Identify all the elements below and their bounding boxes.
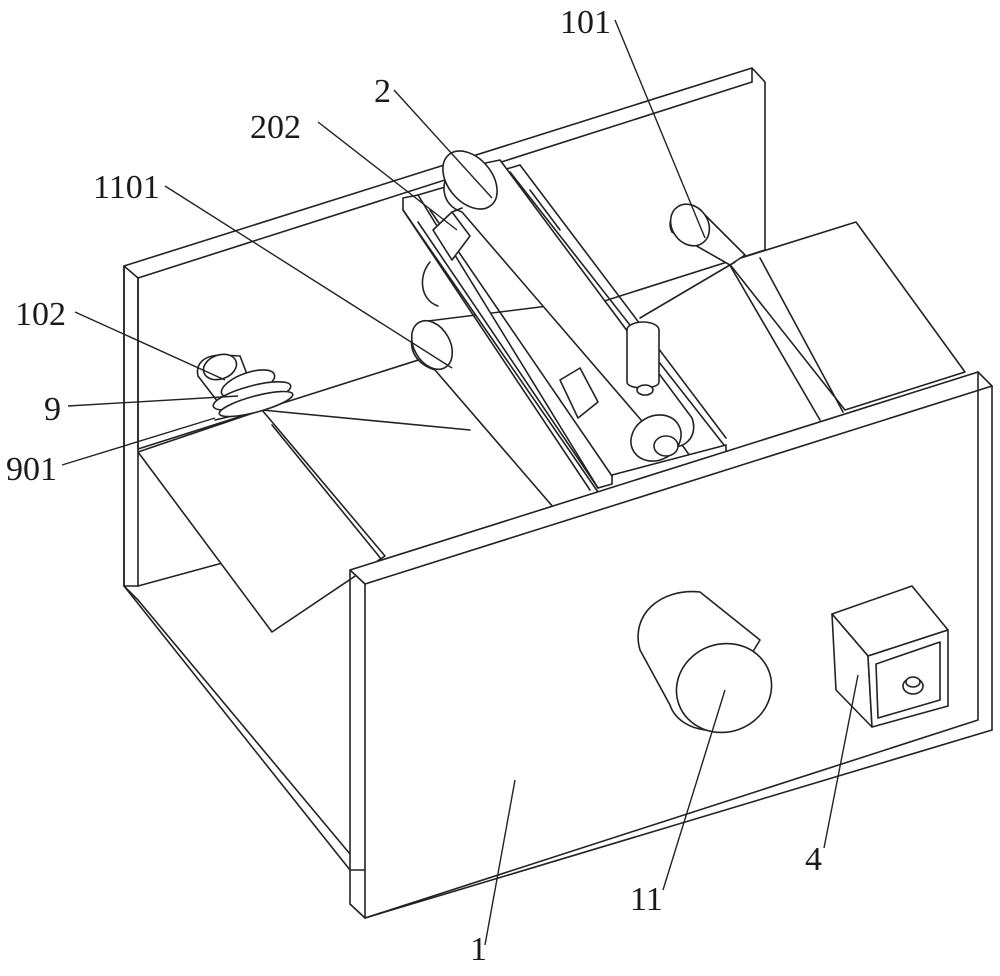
- label-11: 11: [630, 881, 663, 918]
- motor-11: [637, 590, 773, 734]
- label-1: 1: [470, 931, 487, 968]
- leader-lines: [61, 19, 859, 946]
- label-4: 4: [805, 841, 822, 878]
- right-shaft-101: [669, 203, 746, 266]
- left-side-frame: [123, 265, 366, 871]
- label-102: 102: [15, 296, 66, 333]
- label-901: 901: [6, 451, 57, 488]
- label-101: 101: [560, 4, 611, 41]
- clamp-blocks-202: [432, 207, 599, 419]
- right-housing: [727, 221, 966, 421]
- sensor-nozzle: [626, 261, 736, 396]
- control-box-4: [831, 585, 949, 728]
- label-202: 202: [250, 109, 301, 146]
- label-9: 9: [44, 391, 61, 428]
- label-2: 2: [374, 73, 391, 110]
- rear-roller-1101: [410, 261, 701, 516]
- label-1101: 1101: [93, 169, 160, 206]
- reference-numerals: 101 2 202 1101 102 9 901 11 4 1: [6, 4, 822, 968]
